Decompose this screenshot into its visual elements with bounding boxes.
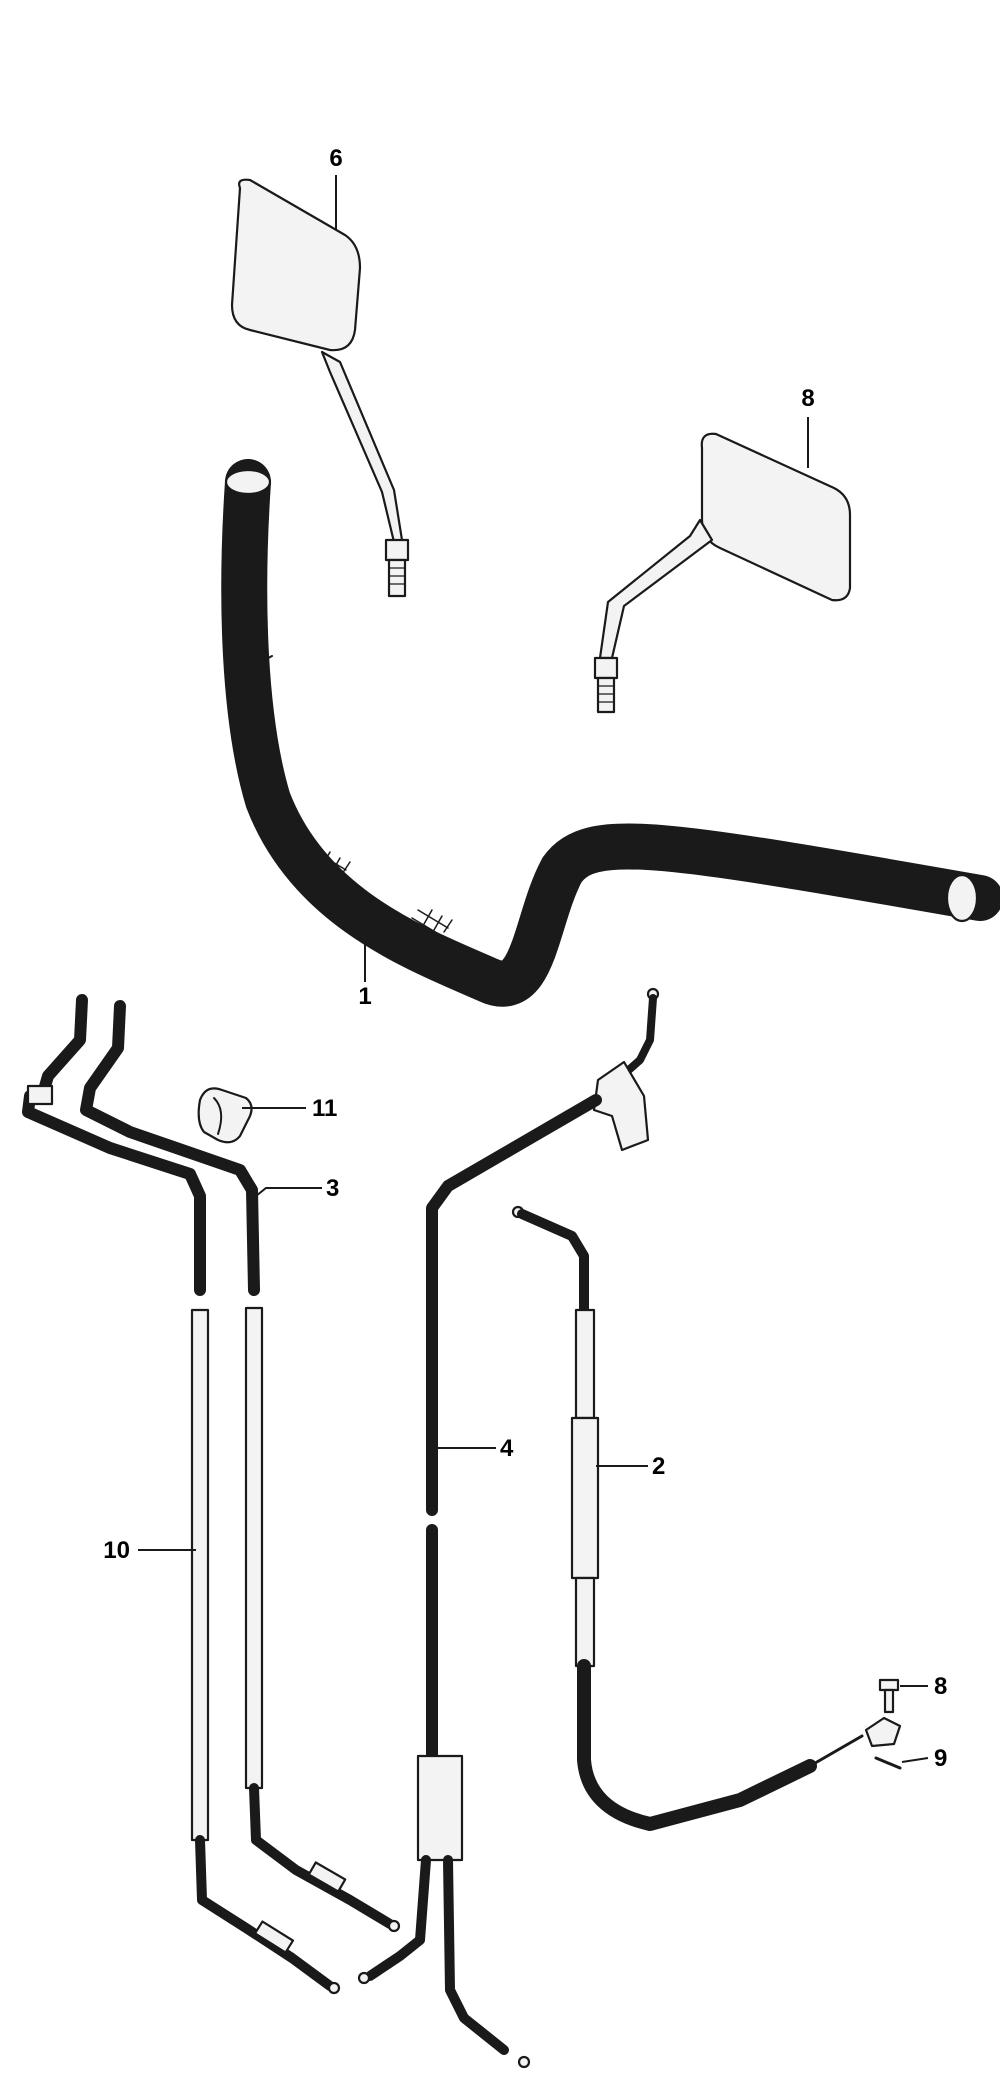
callout-11: 11 bbox=[312, 1095, 337, 1122]
callout-1: 1 bbox=[358, 983, 371, 1010]
callout-6: 8 bbox=[801, 385, 814, 412]
mirror-left[interactable] bbox=[230, 178, 410, 598]
cable-2[interactable] bbox=[511, 1205, 864, 1831]
throttle-cable-10[interactable] bbox=[22, 994, 341, 1995]
leader-9 bbox=[901, 1757, 929, 1763]
bolt-8[interactable] bbox=[878, 1678, 900, 1714]
pin-9[interactable] bbox=[874, 1756, 902, 1770]
callout-4: 4 bbox=[500, 1435, 514, 1462]
callout-2: 2 bbox=[652, 1453, 665, 1480]
handlebar[interactable] bbox=[221, 459, 1000, 1007]
cable-clip[interactable] bbox=[197, 1087, 253, 1144]
callout-9: 9 bbox=[934, 1745, 947, 1772]
mirror-right[interactable] bbox=[593, 432, 852, 714]
adjuster-nut[interactable] bbox=[864, 1716, 902, 1748]
callout-10: 10 bbox=[103, 1537, 130, 1564]
knurl-left bbox=[309, 851, 351, 879]
callout-8: 8 bbox=[934, 1673, 947, 1700]
callout-3: 3 bbox=[326, 1175, 339, 1202]
throttle-cable-3[interactable] bbox=[80, 1000, 401, 1933]
knurl-right bbox=[411, 909, 453, 937]
leader-3 bbox=[255, 1187, 322, 1197]
callout-5: 6 bbox=[329, 145, 342, 172]
cable-4[interactable] bbox=[357, 987, 660, 2069]
